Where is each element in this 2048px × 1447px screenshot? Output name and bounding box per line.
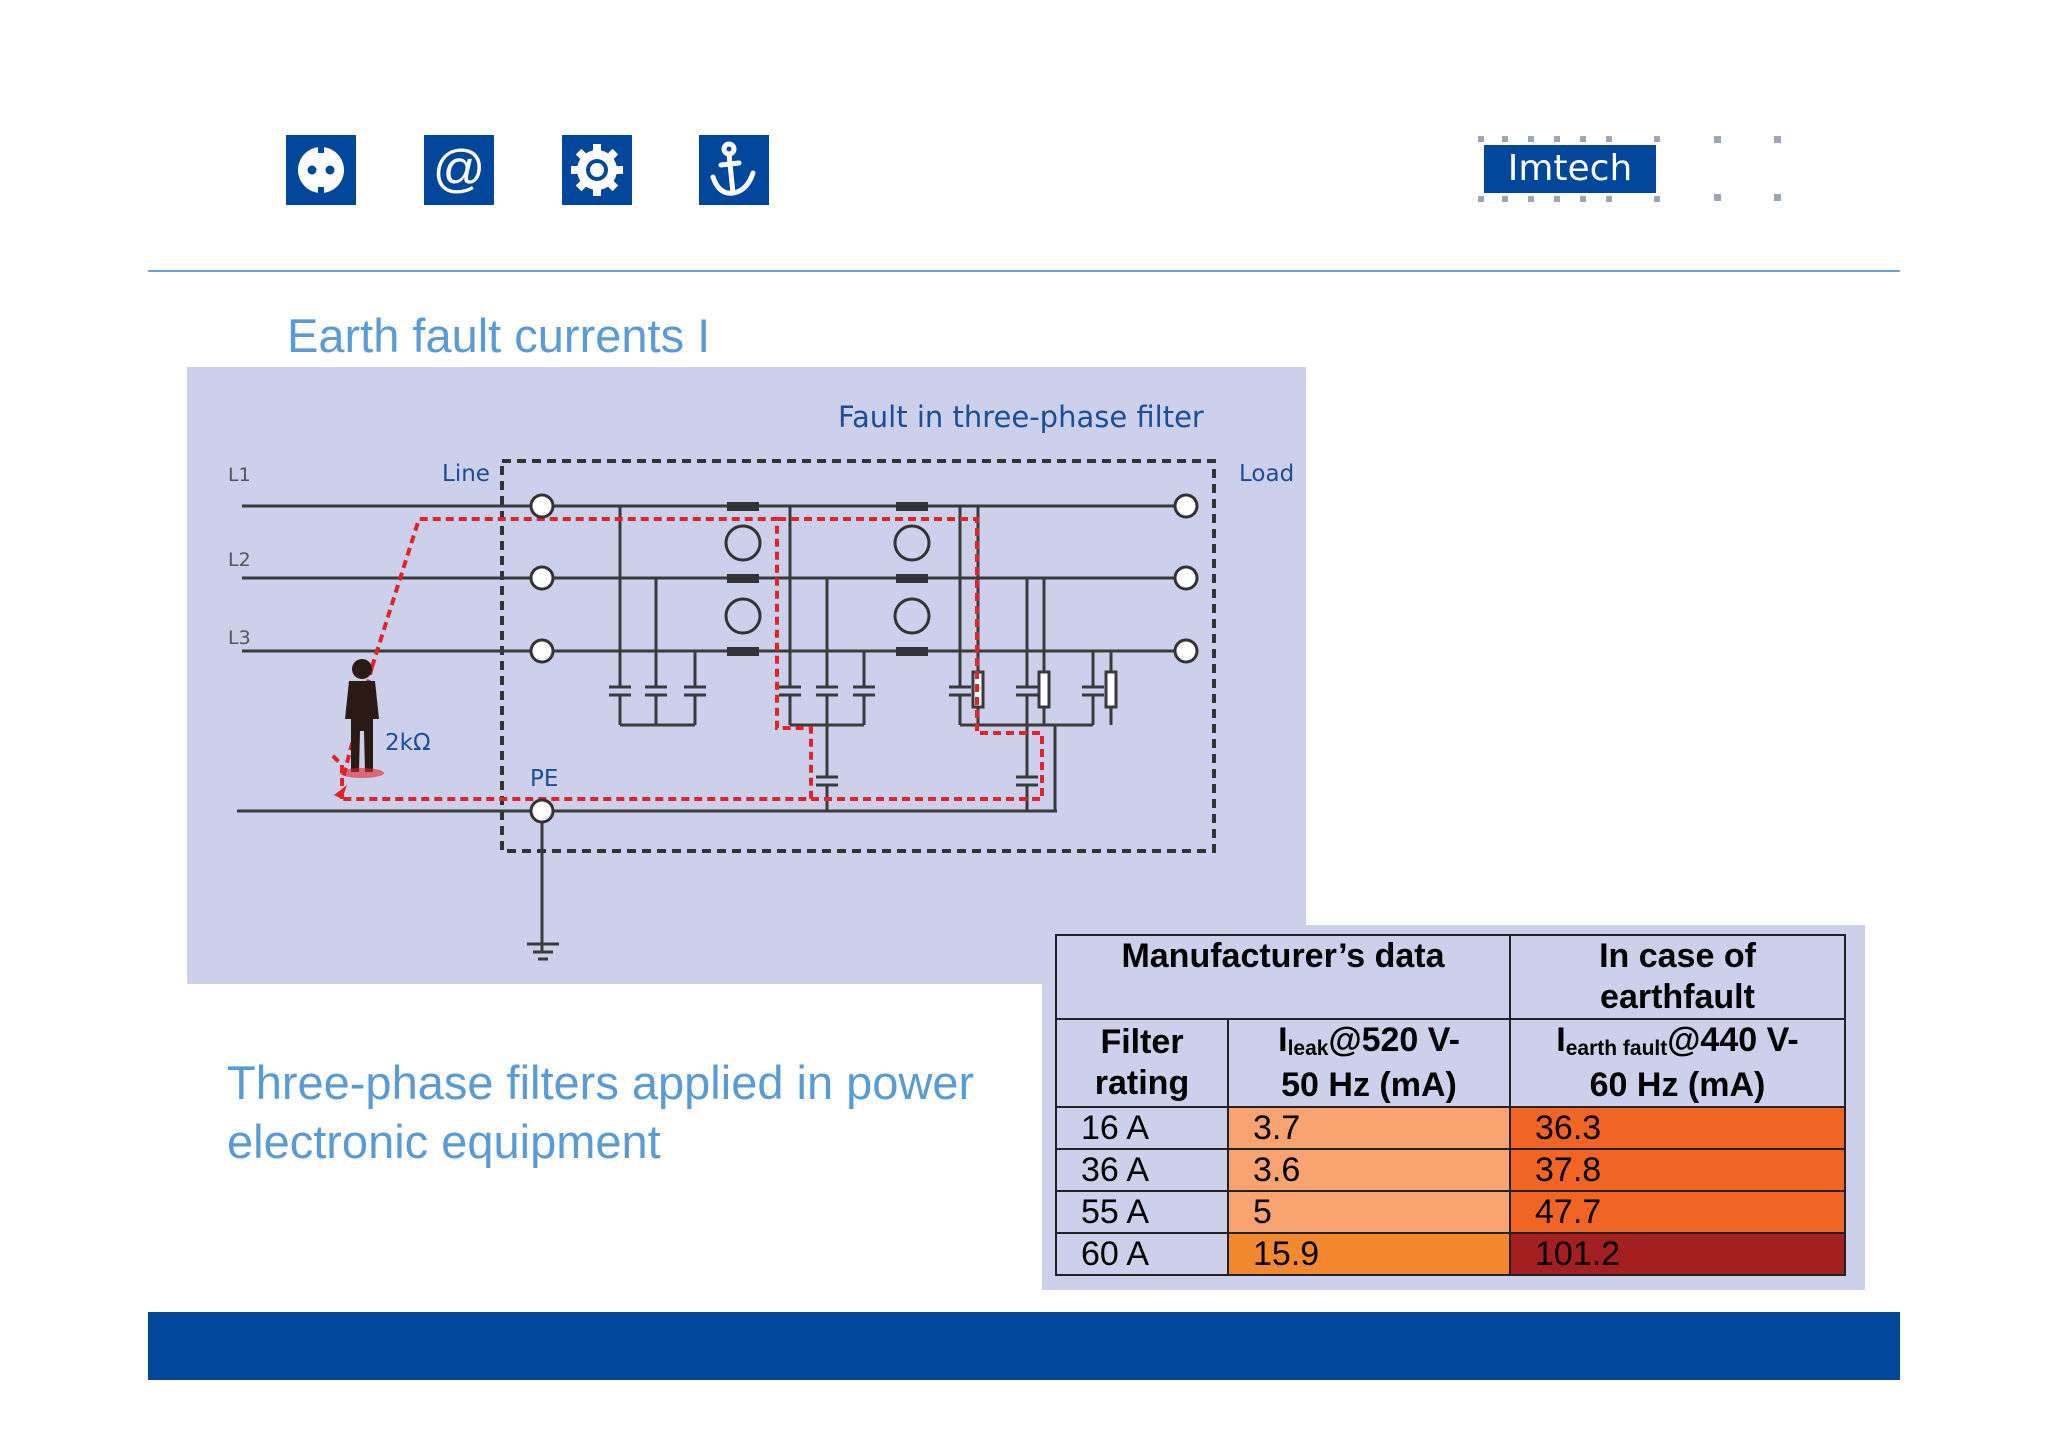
col-earth-base: I bbox=[1556, 1021, 1566, 1059]
gear-icon bbox=[562, 135, 632, 205]
circuit-diagram: Fault in three-phase filter L1 L2 L3 Lin… bbox=[187, 367, 1306, 984]
label-l2: L2 bbox=[228, 549, 251, 571]
cell-leak: 5 bbox=[1227, 1190, 1511, 1234]
cell-earth: 101.2 bbox=[1509, 1232, 1846, 1276]
svg-text:@: @ bbox=[433, 140, 486, 198]
header-divider bbox=[148, 270, 1900, 272]
col-filter-rating: Filter rating bbox=[1055, 1018, 1229, 1108]
cell-rating: 36 A bbox=[1055, 1148, 1229, 1192]
table-row: 60 A 15.9 101.2 bbox=[1055, 1232, 1846, 1276]
logo-text: Imtech bbox=[1507, 148, 1633, 189]
col-leak-base: I bbox=[1278, 1021, 1288, 1059]
table-row: 16 A 3.7 36.3 bbox=[1055, 1106, 1846, 1150]
cell-leak: 15.9 bbox=[1227, 1232, 1511, 1276]
cell-earth: 47.7 bbox=[1509, 1190, 1846, 1234]
slide-subtitle: Three-phase filters applied in power ele… bbox=[227, 1053, 974, 1171]
col-earth-sub: earth fault bbox=[1565, 1037, 1668, 1060]
cell-earth: 36.3 bbox=[1509, 1106, 1846, 1150]
label-line: Line bbox=[442, 461, 490, 487]
col-leak-line-2: 50 Hz (mA) bbox=[1281, 1066, 1457, 1104]
cell-rating: 16 A bbox=[1055, 1106, 1229, 1150]
leakage-table-panel: Manufacturer’s data In case of earthfaul… bbox=[1042, 925, 1865, 1290]
label-load: Load bbox=[1239, 461, 1294, 487]
table-row: 55 A 5 47.7 bbox=[1055, 1190, 1846, 1234]
col-leak-rest: @520 V- bbox=[1328, 1021, 1460, 1059]
power-socket-icon bbox=[286, 135, 356, 205]
imtech-logo: Imtech bbox=[1478, 136, 1784, 202]
col-earth-line-2: 60 Hz (mA) bbox=[1589, 1066, 1766, 1104]
subtitle-line-1: Three-phase filters applied in power bbox=[227, 1056, 975, 1109]
col-leak: Ileak@520 V- 50 Hz (mA) bbox=[1227, 1018, 1511, 1108]
label-pe: PE bbox=[530, 766, 558, 792]
col-leak-sub: leak bbox=[1287, 1037, 1329, 1060]
person-figure bbox=[345, 659, 379, 772]
at-sign-icon: @ bbox=[424, 135, 494, 205]
label-resistance: 2kΩ bbox=[385, 730, 431, 756]
anchor-icon bbox=[699, 135, 769, 205]
cell-earth: 37.8 bbox=[1509, 1148, 1846, 1192]
col-filter-rating-line-1: Filter bbox=[1100, 1023, 1184, 1061]
label-l1: L1 bbox=[228, 464, 251, 486]
subtitle-line-2: electronic equipment bbox=[227, 1115, 661, 1168]
footer-bar bbox=[148, 1312, 1900, 1380]
cell-rating: 60 A bbox=[1055, 1232, 1229, 1276]
leakage-table: Manufacturer’s data In case of earthfaul… bbox=[1055, 934, 1846, 1276]
cell-leak: 3.7 bbox=[1227, 1106, 1511, 1150]
header-earthfault: In case of earthfault bbox=[1509, 934, 1846, 1020]
diagram-heading: Fault in three-phase filter bbox=[838, 400, 1204, 434]
header-manufacturer: Manufacturer’s data bbox=[1055, 934, 1511, 1020]
filter-enclosure bbox=[500, 459, 1216, 853]
col-earth-fault: Iearth fault@440 V- 60 Hz (mA) bbox=[1509, 1018, 1846, 1108]
col-filter-rating-line-2: rating bbox=[1094, 1064, 1190, 1102]
col-earth-rest: @440 V- bbox=[1667, 1021, 1799, 1059]
cell-leak: 3.6 bbox=[1227, 1148, 1511, 1192]
slide-title: Earth fault currents I bbox=[287, 309, 711, 362]
header-earthfault-line-1: In case of bbox=[1599, 937, 1756, 975]
label-l3: L3 bbox=[228, 627, 251, 649]
table-row: 36 A 3.6 37.8 bbox=[1055, 1148, 1846, 1192]
header-earthfault-line-2: earthfault bbox=[1600, 978, 1755, 1016]
cell-rating: 55 A bbox=[1055, 1190, 1229, 1234]
